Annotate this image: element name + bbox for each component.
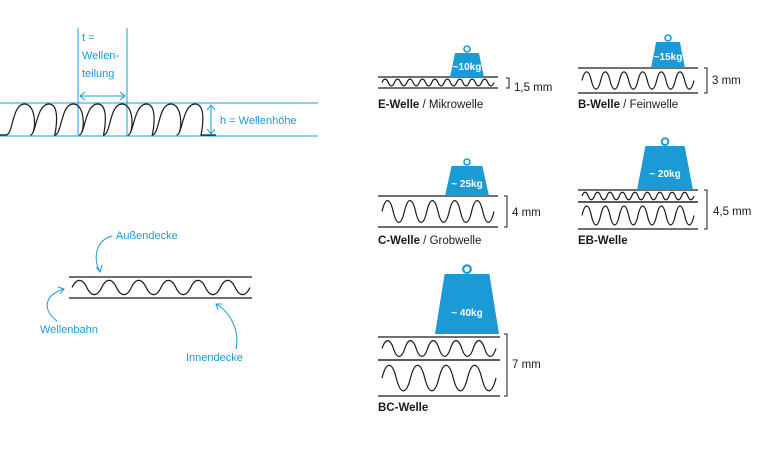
flute-c-panel: ~ 25kg C-Welle / Grobwelle 4 mm xyxy=(378,158,541,247)
flute-eb-weight-ring xyxy=(660,137,670,146)
flute-c-weight-block xyxy=(445,166,489,196)
flute-b-weight-block xyxy=(651,42,685,68)
flute-bc-flute xyxy=(381,340,497,357)
flute-eb-weight-label: ~ 20kg xyxy=(649,169,680,180)
flute-c-thickness-bracket xyxy=(504,195,508,228)
flute-c-label: C-Welle / Grobwelle xyxy=(378,235,481,247)
flute-e-thickness: 1,5 mm xyxy=(514,82,552,94)
fluting-pointer xyxy=(46,288,65,322)
flute-e-thickness-bracket xyxy=(506,77,510,89)
flute-eb-thickness: 4,5 mm xyxy=(713,206,751,218)
flute-b-panel: ~15kg B-Welle / Feinwelle 3 mm xyxy=(578,34,741,111)
flute-bc-thickness-bracket xyxy=(504,333,508,397)
outer-liner-arrowhead xyxy=(95,264,103,274)
flute-eb-thickness-bracket xyxy=(704,189,708,230)
flute-eb-board: ~ 20kg xyxy=(578,137,708,230)
fluting-label: Wellenbahn xyxy=(40,324,98,336)
flute-bc-weight-ring xyxy=(462,264,472,275)
pitch-arrow-heads xyxy=(79,91,126,101)
outer-liner-label: Außendecke xyxy=(116,230,178,242)
inner-liner-arrowhead xyxy=(215,303,222,311)
pitch-label-3: teilung xyxy=(82,68,114,80)
flute-e-panel: ~10kg E-Welle / Mikrowelle 1,5 mm xyxy=(378,45,552,111)
flute-c-flute xyxy=(381,200,495,223)
flute-b-board: ~15kg xyxy=(578,34,708,94)
outer-liner-pointer xyxy=(95,235,113,273)
flute-eb-weight-block xyxy=(637,146,693,190)
flute-b-flute xyxy=(581,71,695,90)
flute-bc-label: BC-Welle xyxy=(378,402,428,414)
layer-diagram: Außendecke Wellenbahn Innendecke xyxy=(40,230,252,364)
flute-eb-flute xyxy=(581,205,695,226)
fluting-arrowhead xyxy=(57,286,65,295)
pitch-label-2: Wellen- xyxy=(82,50,119,62)
flute-c-board: ~ 25kg xyxy=(378,158,508,228)
flute-b-weight-label: ~15kg xyxy=(654,52,683,63)
flute-e-flute xyxy=(381,78,495,87)
fluting-wave xyxy=(71,279,251,296)
flute-bc-board: ~ 40kg xyxy=(378,264,508,397)
flute-e-weight-label: ~10kg xyxy=(453,62,482,73)
inner-liner-pointer xyxy=(215,303,238,350)
flute-eb-panel: ~ 20kg EB-Welle 4,5 mm xyxy=(578,137,751,247)
flute-c-thickness: 4 mm xyxy=(512,207,541,219)
flute-eb-flute xyxy=(581,191,695,201)
pitch-label-1: t = xyxy=(82,32,95,44)
flute-bc-thickness: 7 mm xyxy=(512,359,541,371)
height-label: h = Wellenhöhe xyxy=(220,115,297,127)
flute-b-weight-ring xyxy=(664,34,672,42)
flute-b-thickness: 3 mm xyxy=(712,75,741,87)
geometry-flute-wave xyxy=(0,103,216,136)
flute-c-weight-label: ~ 25kg xyxy=(451,179,482,190)
flute-e-weight-block xyxy=(450,53,484,77)
flute-c-weight-ring xyxy=(463,158,471,166)
flute-e-weight-ring xyxy=(463,45,471,53)
flute-b-thickness-bracket xyxy=(704,67,708,94)
flute-bc-panel: ~ 40kg BC-Welle 7 mm xyxy=(378,264,541,414)
flute-bc-flute xyxy=(381,364,497,392)
inner-liner-label: Innendecke xyxy=(186,352,243,364)
flute-eb-label: EB-Welle xyxy=(578,235,628,247)
flute-bc-weight-label: ~ 40kg xyxy=(451,308,482,319)
height-arrow-heads xyxy=(206,104,216,135)
flute-e-board: ~10kg xyxy=(378,45,510,89)
flute-e-label: E-Welle / Mikrowelle xyxy=(378,99,483,111)
flute-bc-weight-block xyxy=(435,274,499,334)
geometry-diagram: t = Wellen- teilung h = Wellenhöhe xyxy=(0,28,318,137)
flute-b-label: B-Welle / Feinwelle xyxy=(578,99,678,111)
